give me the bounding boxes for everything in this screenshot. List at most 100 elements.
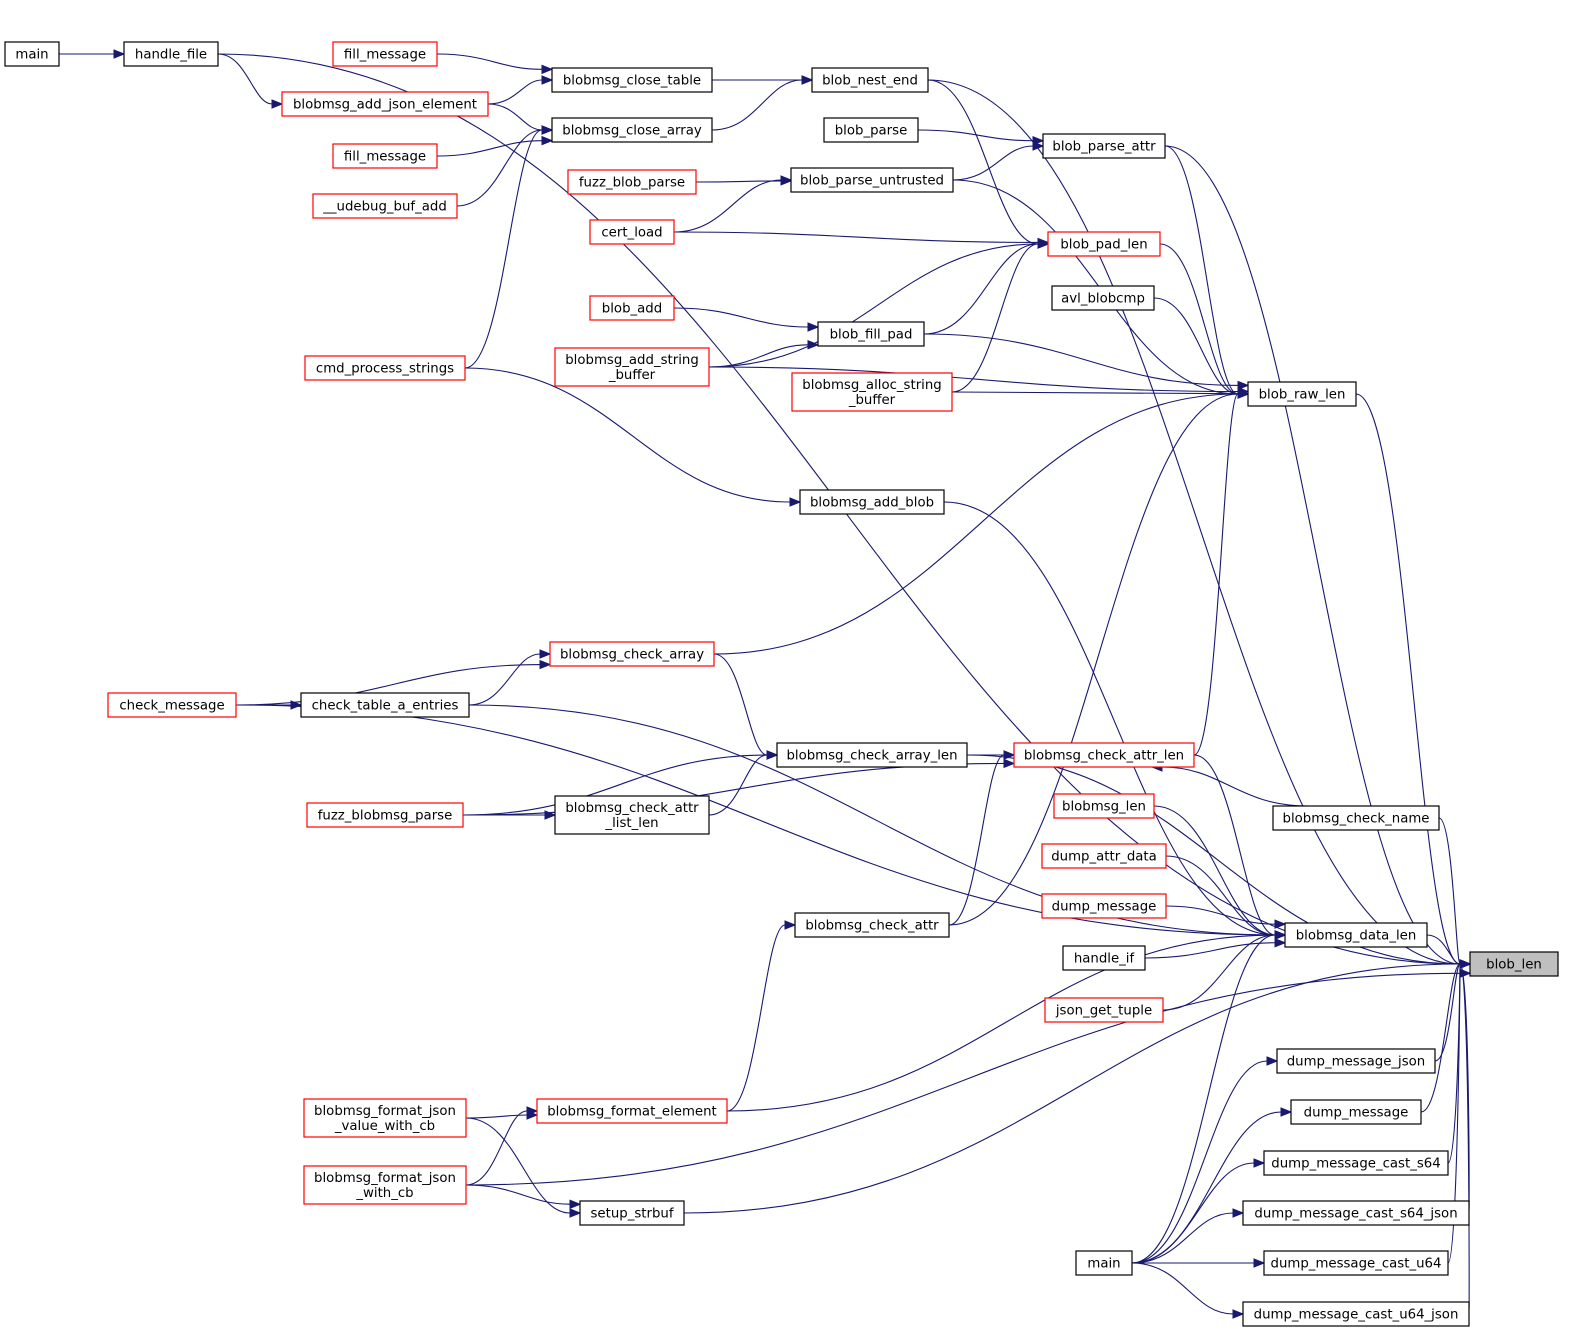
node-label: blob_parse [835, 124, 908, 139]
node-blobmsg-check-attr-list-len[interactable]: blobmsg_check_attr_list_len [554, 795, 710, 835]
edge-line [1459, 963, 1470, 1315]
edge-arrowhead [784, 920, 797, 930]
node-blobmsg-add-blob[interactable]: blobmsg_add_blob [799, 489, 945, 515]
node-setup-strbuf[interactable]: setup_strbuf [579, 1200, 685, 1226]
edge-line [948, 393, 1239, 926]
node-dump-message-cast-s64-json[interactable]: dump_message_cast_s64_json [1242, 1200, 1470, 1226]
node-blobmsg-format-element[interactable]: blobmsg_format_element [536, 1098, 728, 1124]
node-blob-parse[interactable]: blob_parse [823, 117, 919, 143]
node-label: blobmsg_add_string [565, 353, 699, 368]
edge-line [465, 1184, 571, 1205]
edge-line [726, 924, 786, 1112]
node-blobmsg-add-string-buffer[interactable]: blobmsg_add_string_buffer [554, 347, 710, 387]
edge-blob_pad_len-to-blob_raw_len [1159, 243, 1250, 399]
edge-blob_parse_attr-to-blob_len [1164, 145, 1472, 969]
node-blobmsg-alloc-string-buffer[interactable]: blobmsg_alloc_string_buffer [791, 372, 953, 412]
node-label: cmd_process_strings [316, 362, 454, 377]
node-blob-raw-len[interactable]: blob_raw_len [1247, 381, 1357, 407]
edge-arrowhead [1274, 930, 1287, 940]
node-box [1044, 997, 1164, 1023]
node-dump-message-cast-u64-json[interactable]: dump_message_cast_u64_json [1242, 1301, 1470, 1327]
node-fuzz-blob-parse[interactable]: fuzz_blob_parse [567, 169, 697, 195]
edge-handle_file-to-blobmsg_add_json_element [217, 53, 284, 109]
edge-line [708, 344, 809, 368]
node-check-table-a-entries[interactable]: check_table_a_entries [300, 692, 470, 718]
edge-arrowhead [807, 340, 820, 350]
edge-line [1131, 1212, 1234, 1264]
node-label: fuzz_blob_parse [579, 176, 685, 191]
node-box [589, 219, 675, 245]
edge-arrowhead [1253, 1158, 1266, 1168]
node-handle-if[interactable]: handle_if [1062, 945, 1146, 971]
node-blobmsg-data-len[interactable]: blobmsg_data_len [1284, 922, 1428, 948]
node-cert-load[interactable]: cert_load [589, 219, 675, 245]
edge-arrowhead [1266, 1056, 1279, 1066]
edge-blobmsg_check_array-to-blob_raw_len [713, 389, 1250, 655]
node-main-bottom[interactable]: main [1075, 1250, 1133, 1276]
node-blob-nest-end[interactable]: blob_nest_end [811, 67, 929, 93]
node-blob-len[interactable]: blob_len [1469, 951, 1559, 977]
node-box [304, 355, 466, 381]
node-label: blobmsg_check_attr [805, 919, 939, 934]
edge-blobmsg_close_array-to-blob_nest_end [711, 75, 814, 131]
node-blobmsg-check-attr-len[interactable]: blobmsg_check_attr_len [1013, 742, 1195, 768]
node-blobmsg-len[interactable]: blobmsg_len [1053, 793, 1155, 819]
edge-line [952, 145, 1034, 181]
node-box [312, 193, 458, 219]
edge-line [487, 103, 543, 131]
node-blob-parse-attr[interactable]: blob_parse_attr [1042, 133, 1166, 159]
edge-blobmsg_add_string_buffer-to-blob_raw_len [708, 366, 1250, 397]
edge-blob_fill_pad-to-blob_raw_len [923, 333, 1250, 391]
node-label: main [15, 48, 48, 63]
node-json-get-tuple[interactable]: json_get_tuple [1044, 997, 1164, 1023]
node-avl-blobcmp[interactable]: avl_blobcmp [1051, 285, 1155, 311]
edge-line [713, 393, 1239, 655]
node-blobmsg-check-array-len[interactable]: blobmsg_check_array_len [776, 742, 968, 768]
node-check-message[interactable]: check_message [107, 692, 237, 718]
node-dump-message[interactable]: dump_message [1290, 1099, 1422, 1125]
edge-blobmsg_add_blob-to-blobmsg_data_len [943, 501, 1287, 940]
node-box [1051, 285, 1155, 311]
node-box [1272, 805, 1440, 831]
node-fuzz-blobmsg-parse[interactable]: fuzz_blobmsg_parse [306, 802, 464, 828]
edge-arrowhead [801, 75, 814, 85]
node-dump-attr-data[interactable]: dump_attr_data [1041, 843, 1167, 869]
node-blobmsg-format-json-value-with-cb[interactable]: blobmsg_format_json_value_with_cb [303, 1098, 467, 1138]
node-label: dump_message [1304, 1106, 1409, 1121]
node-blob-parse-untrusted[interactable]: blob_parse_untrusted [790, 167, 954, 193]
node-label: _list_len [604, 816, 658, 831]
node-handle-file[interactable]: handle_file [123, 41, 219, 67]
node-fill-message-2[interactable]: fill_message [332, 143, 438, 169]
node-blob-fill-pad[interactable]: blob_fill_pad [817, 321, 925, 347]
node-label: blobmsg_add_blob [810, 496, 934, 511]
node-blobmsg-close-table[interactable]: blobmsg_close_table [551, 67, 713, 93]
node-dump-message-json[interactable]: dump_message_json [1276, 1048, 1436, 1074]
node-dump-message-cast-s64[interactable]: dump_message_cast_s64 [1263, 1150, 1449, 1176]
node-fill-message-1[interactable]: fill_message [332, 41, 438, 67]
edge-line [1165, 905, 1276, 925]
node-dump-message-cast-u64[interactable]: dump_message_cast_u64 [1263, 1250, 1449, 1276]
node-label: check_table_a_entries [312, 699, 459, 714]
node-blobmsg-format-json-with-cb[interactable]: blobmsg_format_json_with_cb [303, 1165, 467, 1205]
node-udebug-buf-add[interactable]: __udebug_buf_add [312, 193, 458, 219]
node-blob-add[interactable]: blob_add [589, 295, 675, 321]
node-blobmsg-add-json-element[interactable]: blobmsg_add_json_element [281, 91, 489, 117]
node-box [1242, 1200, 1470, 1226]
edge-arrowhead [1032, 141, 1045, 151]
edge-arrowhead [1003, 758, 1016, 769]
node-blobmsg-check-array[interactable]: blobmsg_check_array [549, 641, 715, 667]
node-blobmsg-check-attr[interactable]: blobmsg_check_attr [794, 912, 950, 938]
node-blobmsg-check-name[interactable]: blobmsg_check_name [1272, 805, 1440, 831]
node-cmd-process-strings[interactable]: cmd_process_strings [304, 355, 466, 381]
node-main-top[interactable]: main [4, 41, 60, 67]
edge-arrowhead [569, 1199, 582, 1209]
node-blobmsg-close-array[interactable]: blobmsg_close_array [551, 117, 713, 143]
node-label: _value_with_cb [334, 1119, 435, 1134]
edge-line [1164, 145, 1461, 965]
edge-arrowhead [113, 49, 126, 59]
edge-blobmsg_add_string_buffer-to-blob_fill_pad [708, 340, 820, 368]
node-blob-pad-len[interactable]: blob_pad_len [1047, 231, 1161, 257]
edge-line [673, 179, 782, 233]
node-dump-message-red[interactable]: dump_message [1041, 893, 1167, 919]
edge-line [465, 1114, 528, 1119]
